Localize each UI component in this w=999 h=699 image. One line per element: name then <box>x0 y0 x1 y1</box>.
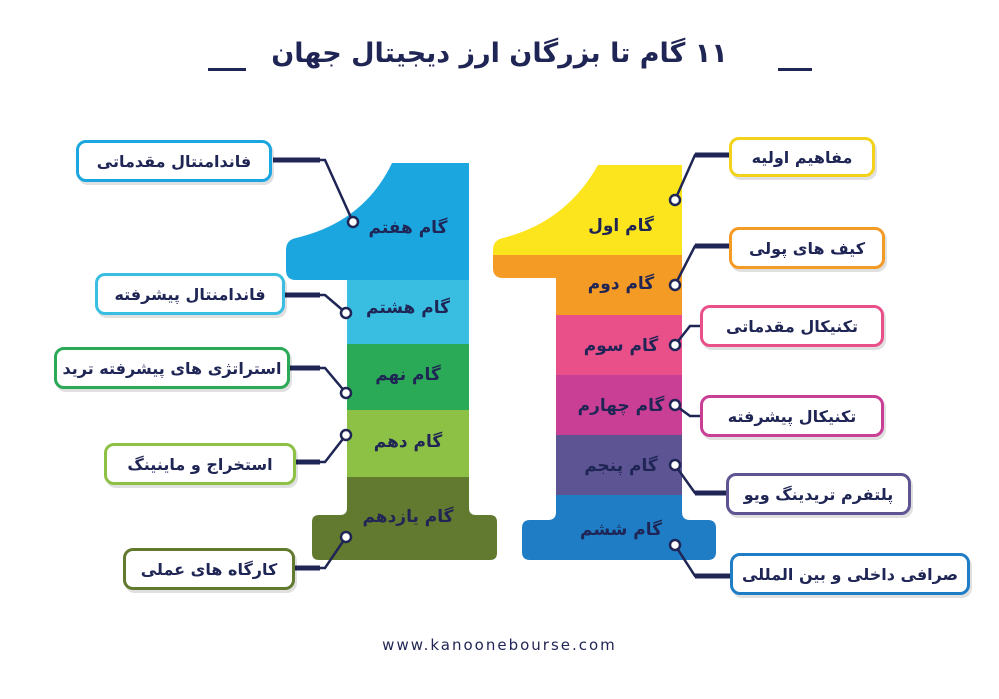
dot-step-6 <box>668 538 682 552</box>
dot-step-5 <box>668 458 682 472</box>
step-3-label: گام سوم <box>583 336 659 356</box>
topic-box-step-1: مفاهیم اولیه <box>729 137 875 177</box>
step-9-label: گام نهم <box>375 365 441 385</box>
connector-step-7 <box>273 158 355 223</box>
title-dash-right <box>778 68 812 71</box>
step-8-label: گام هشتم <box>365 298 450 318</box>
dot-step-11 <box>339 530 353 544</box>
topic-box-step-2: کیف های پولی <box>729 227 885 269</box>
dot-step-2 <box>668 278 682 292</box>
title-dash-left <box>208 68 246 71</box>
topic-box-step-5: پلتفرم تریدینگ ویو <box>726 473 911 515</box>
topic-box-step-9: استراتژی های پیشرفته ترید <box>54 347 290 389</box>
connector-step-8 <box>285 293 347 314</box>
topic-box-step-11: کارگاه های عملی <box>123 548 295 590</box>
connector-step-3 <box>674 324 700 346</box>
topic-box-step-10: استخراج و ماینینگ <box>104 443 296 485</box>
topic-box-step-4: تکنیکال پیشرفته <box>700 395 884 437</box>
topic-box-step-6: صرافی داخلی و بین المللی <box>730 553 970 595</box>
connector-dots <box>339 193 682 552</box>
topic-box-step-3: تکنیکال مقدماتی <box>700 305 884 347</box>
right-band-1 <box>493 165 716 255</box>
dot-step-10 <box>339 428 353 442</box>
infographic-title: ۱۱ گام تا بزرگان ارز دیجیتال جهان <box>271 38 728 69</box>
dot-step-1 <box>668 193 682 207</box>
step-10-label: گام دهم <box>373 432 443 452</box>
dot-step-9 <box>339 386 353 400</box>
dot-step-4 <box>668 398 682 412</box>
step-2-label: گام دوم <box>587 274 655 294</box>
step-1-label: گام اول <box>588 216 654 236</box>
connector-step-2 <box>673 244 730 286</box>
step-5-label: گام پنجم <box>584 456 658 476</box>
dot-step-3 <box>668 338 682 352</box>
connector-step-1 <box>673 153 730 201</box>
connector-step-5 <box>673 464 726 495</box>
topic-box-step-8: فاندامنتال پیشرفته <box>95 273 285 315</box>
step-6-label: گام ششم <box>580 520 662 540</box>
connector-caps <box>273 152 730 579</box>
topic-box-step-7: فاندامنتال مقدماتی <box>76 140 272 182</box>
step-4-label: گام چهارم <box>577 396 665 416</box>
connector-step-9 <box>290 366 347 394</box>
step-11-label: گام یازدهم <box>362 507 454 527</box>
dot-step-8 <box>339 306 353 320</box>
step-7-label: گام هفتم <box>368 218 448 238</box>
dot-step-7 <box>346 215 360 229</box>
footer-url: www.kanoonebourse.com <box>382 636 617 654</box>
connector-step-10 <box>296 434 347 464</box>
